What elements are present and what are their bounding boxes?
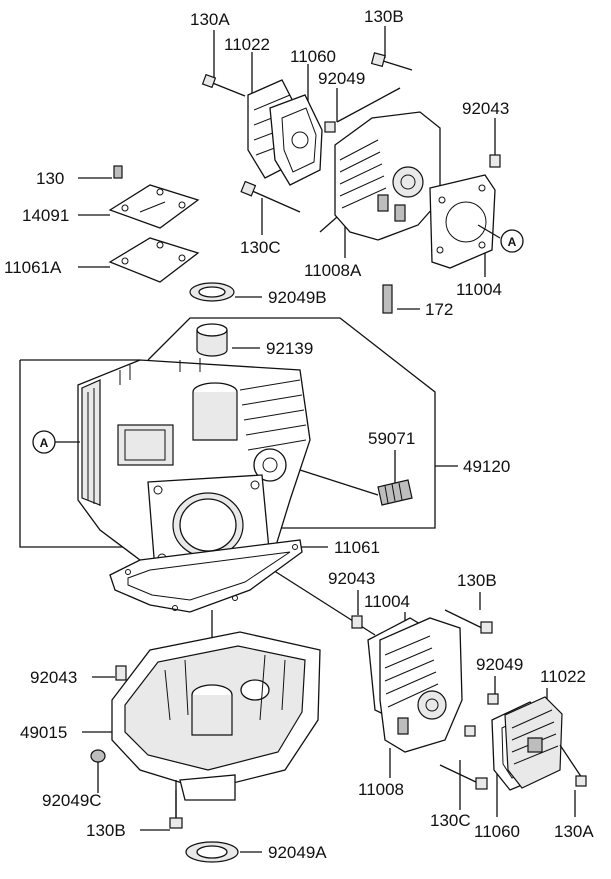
callout-a-right-text: A bbox=[508, 235, 517, 249]
part-labels: 130A 11022 11060 130B 92049 92043 130 14… bbox=[4, 7, 594, 862]
crankcase-49120 bbox=[77, 358, 311, 576]
label-92049a: 92049A bbox=[268, 843, 327, 862]
label-11061: 11061 bbox=[334, 538, 380, 557]
bushing-92139 bbox=[196, 323, 228, 357]
label-130c-top: 130C bbox=[240, 238, 281, 257]
label-92049-top: 92049 bbox=[318, 69, 365, 88]
label-11008: 11008 bbox=[358, 780, 404, 799]
label-11022-bottom: 11022 bbox=[540, 667, 586, 686]
plate-14091 bbox=[108, 184, 200, 229]
label-11060-top: 11060 bbox=[290, 47, 336, 66]
leader-lines bbox=[19, 26, 576, 853]
label-49015: 49015 bbox=[20, 723, 67, 742]
oil-seal-92049a bbox=[185, 841, 239, 863]
label-92049-bottom: 92049 bbox=[476, 655, 523, 674]
label-130b-top: 130B bbox=[364, 7, 404, 26]
label-130c-bottom: 130C bbox=[430, 811, 471, 830]
label-11004-top: 11004 bbox=[456, 280, 502, 299]
head-gasket-11004-top bbox=[429, 174, 496, 269]
label-59071: 59071 bbox=[368, 429, 415, 448]
label-130: 130 bbox=[36, 169, 64, 188]
label-11061a: 11061A bbox=[4, 258, 62, 277]
valve-cover-11022-bottom bbox=[504, 696, 563, 789]
oil-seal-92049b bbox=[189, 282, 235, 302]
callout-a-right: A bbox=[477, 224, 524, 253]
bolt-130a-top bbox=[201, 73, 246, 97]
gasket-11061 bbox=[109, 539, 303, 613]
bolt-130b-left bbox=[169, 780, 183, 829]
cylinder-head-11008a bbox=[334, 111, 441, 241]
label-92139: 92139 bbox=[266, 339, 313, 358]
callout-a-left: A bbox=[32, 430, 80, 454]
callout-a-left-text: A bbox=[40, 436, 49, 450]
label-172: 172 bbox=[425, 300, 453, 319]
label-11060-bottom: 11060 bbox=[474, 822, 520, 841]
label-130a-top: 130A bbox=[190, 10, 230, 29]
bolt-130a-bottom bbox=[559, 744, 587, 787]
label-11008a: 11008A bbox=[304, 261, 362, 280]
label-14091: 14091 bbox=[22, 206, 69, 225]
pin-92043-bottom bbox=[351, 615, 363, 629]
label-92043-bottom: 92043 bbox=[328, 569, 375, 588]
bolt-130c-bottom bbox=[439, 764, 488, 790]
label-130b-left: 130B bbox=[86, 821, 126, 840]
label-49120: 49120 bbox=[463, 457, 510, 476]
label-92049c: 92049C bbox=[42, 791, 102, 810]
bolt-130b-bottom bbox=[444, 609, 493, 634]
label-92049b: 92049B bbox=[268, 288, 327, 307]
pin-92049-bottom bbox=[464, 693, 499, 737]
oil-pan-49015 bbox=[111, 631, 321, 801]
label-130a-bottom: 130A bbox=[554, 822, 594, 841]
pin-92043-top bbox=[489, 154, 501, 168]
cylinder-head-11008 bbox=[379, 617, 463, 753]
pin-92043-left bbox=[115, 665, 127, 681]
label-92043-left: 92043 bbox=[30, 668, 77, 687]
stud-172 bbox=[382, 284, 393, 314]
plug-92049c bbox=[90, 749, 106, 763]
label-11004-bottom: 11004 bbox=[364, 592, 410, 611]
bolt-130c-top bbox=[240, 180, 301, 213]
gasket-11060-top bbox=[269, 94, 323, 186]
bolt-130b-top bbox=[370, 52, 413, 71]
gasket-11061a bbox=[108, 237, 200, 283]
breather-59071 bbox=[299, 469, 413, 506]
label-92043-top: 92043 bbox=[462, 99, 509, 118]
label-130b-bottom: 130B bbox=[457, 571, 497, 590]
pin-92049-top bbox=[324, 121, 336, 133]
screw-130 bbox=[113, 165, 123, 179]
label-11022-top: 11022 bbox=[224, 35, 270, 54]
